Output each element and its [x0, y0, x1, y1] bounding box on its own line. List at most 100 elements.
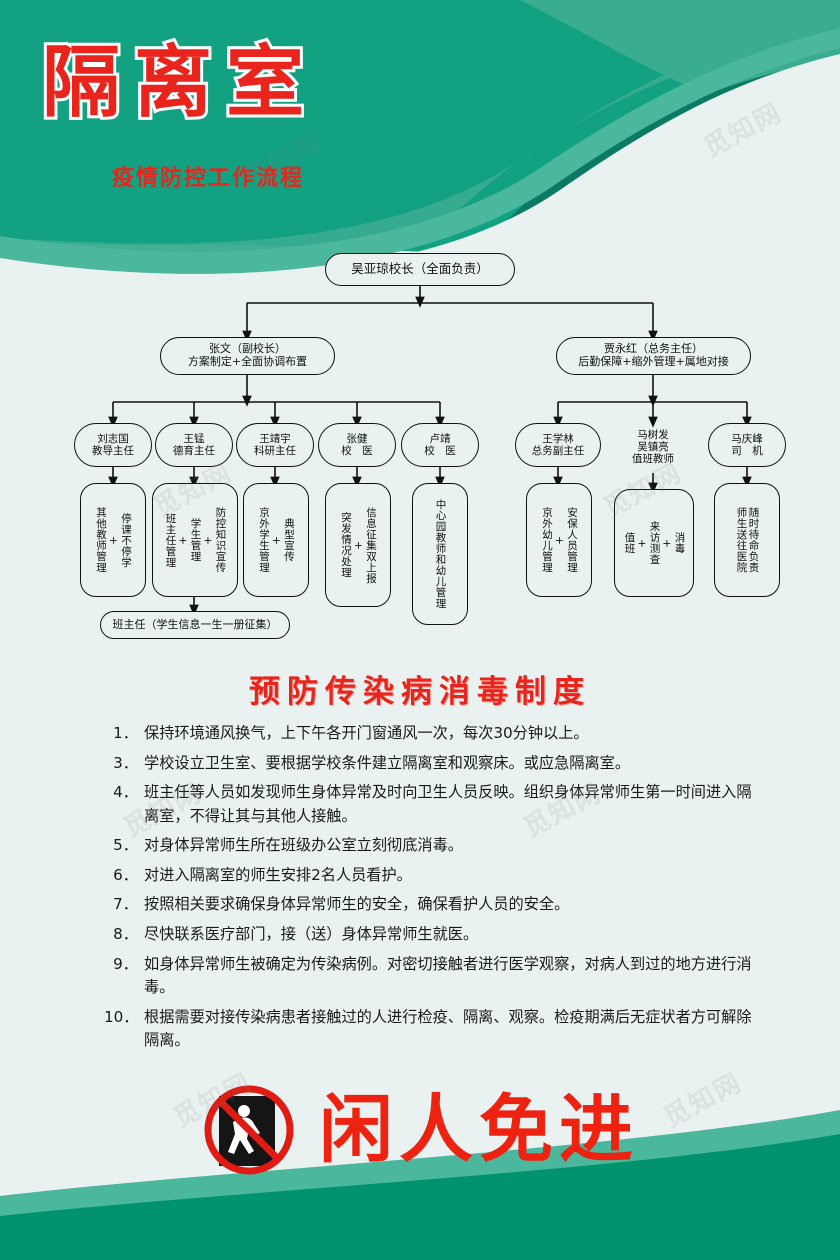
flow-node-root: 吴亚琼校长（全面负责）: [325, 253, 515, 286]
flow-node-line1: 张文（副校长）: [209, 342, 286, 356]
list-item: 10． 根据需要对接传染病患者接触过的人进行检疫、隔离、观察。检疫期满后无症状者…: [104, 1006, 764, 1053]
org-flowchart: 吴亚琼校长（全面负责） 张文（副校长） 方案制定+全面协调布置 贾永红（总务主任…: [0, 245, 840, 645]
list-item: 1． 保持环境通风换气，上下午各开门窗通风一次，每次30分钟以上。: [104, 722, 764, 746]
list-item: 9． 如身体异常师生被确定为传染病例。对密切接触者进行医学观察，对病人到过的地方…: [104, 953, 764, 1000]
flow-node-staff-5: 卢靖 校 医: [401, 423, 479, 467]
duty-text: 安保人员管理: [566, 507, 579, 573]
staff-role: 司 机: [731, 445, 763, 457]
staff-name: 马树发: [637, 428, 669, 441]
no-entry-icon: [201, 1082, 297, 1178]
duty-text: 防控知识宣传: [214, 507, 227, 573]
plus-sign: +: [352, 540, 364, 550]
flow-duty-box-5: 中心园教师和幼儿管理: [412, 483, 468, 625]
rule-number: 6．: [113, 865, 138, 884]
flow-node-staff-1: 刘志国 教导主任: [74, 423, 152, 467]
flow-node-staff-3: 王靖宇 科研主任: [236, 423, 314, 467]
poster-header: 隔离室 疫情防控工作流程: [0, 0, 840, 250]
flow-node-staff-4: 张健 校 医: [318, 423, 396, 467]
plus-sign: +: [660, 538, 673, 548]
rule-text: 对身体异常师生所在班级办公室立刻彻底消毒。: [144, 836, 463, 855]
duty-text: 京外学生管理: [258, 507, 270, 573]
flow-node-general-affairs-director: 贾永红（总务主任） 后勤保障+缩外管理+属地对接: [556, 337, 751, 375]
rule-number: 8．: [113, 924, 138, 943]
flow-node-staff-8: 马庆峰 司 机: [708, 423, 786, 467]
plus-sign: +: [201, 535, 214, 545]
duty-text: 学生管理: [189, 518, 202, 562]
page-title: 隔离室: [39, 35, 319, 131]
rule-text: 班主任等人员如发现师生身体异常及时向卫生人员反映。组织身体异常师生第一时间进入隔…: [144, 783, 752, 825]
rule-number: 1．: [113, 724, 138, 742]
staff-role: 教导主任: [92, 445, 134, 457]
flow-node-bottom: 班主任（学生信息一生一册征集）: [100, 611, 290, 639]
rule-number: 10．: [104, 1007, 139, 1026]
staff-name: 张健: [346, 432, 368, 445]
rule-text: 按照相关要求确保身体异常师生的安全，确保看护人员的安全。: [144, 895, 570, 914]
flow-duty-box-8: 随时待命负责 师生送往医院: [714, 483, 780, 597]
rule-number: 7．: [113, 895, 138, 914]
staff-role: 校 医: [424, 445, 456, 457]
rule-text: 学校设立卫生室、要根据学校条件建立隔离室和观察床。或应急隔离室。: [144, 753, 630, 772]
rule-text: 如身体异常师生被确定为传染病例。对密切接触者进行医学观察，对病人到过的地方进行消…: [144, 954, 752, 997]
bottom-banner: 闲人免进: [0, 1075, 840, 1185]
list-item: 3． 学校设立卫生室、要根据学校条件建立隔离室和观察床。或应急隔离室。: [104, 752, 764, 776]
flow-duty-box-4: 信息征集双上报 + 突发情况处理: [325, 483, 391, 607]
flow-node-staff-2: 王锰 德育主任: [155, 423, 233, 467]
staff-role: 德育主任: [173, 445, 215, 457]
list-item: 4． 班主任等人员如发现师生身体异常及时向卫生人员反映。组织身体异常师生第一时间…: [104, 781, 764, 828]
rule-number: 9．: [113, 954, 138, 973]
rule-text: 根据需要对接传染病患者接触过的人进行检疫、隔离、观察。检疫期满后无症状者方可解除…: [144, 1007, 752, 1050]
rule-number: 5．: [113, 836, 138, 855]
rule-text: 尽快联系医疗部门，接（送）身体异常师生就医。: [144, 924, 479, 943]
flow-duty-box-6: 安保人员管理 + 京外幼儿管理: [526, 483, 592, 597]
staff-name: 王锰: [183, 432, 205, 445]
rules-list: 1． 保持环境通风换气，上下午各开门窗通风一次，每次30分钟以上。 3． 学校设…: [104, 722, 764, 1059]
flow-node-vice-principal: 张文（副校长） 方案制定+全面协调布置: [160, 337, 335, 375]
staff-name: 马庆峰: [731, 432, 763, 445]
list-item: 6． 对进入隔离室的师生安排2名人员看护。: [104, 864, 764, 888]
list-item: 8． 尽快联系医疗部门，接（送）身体异常师生就医。: [104, 923, 764, 947]
staff-name: 卢靖: [429, 432, 451, 445]
flowchart-connectors: [108, 286, 752, 616]
plus-sign: +: [635, 538, 648, 548]
plus-sign: +: [107, 535, 119, 545]
duty-text: 停课不停学: [120, 512, 133, 568]
staff-role: 值班教师: [632, 453, 674, 466]
flow-node-staff-7: 马树发 吴镇亮 值班教师: [610, 421, 696, 473]
plus-sign: +: [176, 535, 189, 545]
flow-node-line1: 贾永红（总务主任）: [604, 342, 703, 356]
staff-role: 科研主任: [254, 445, 296, 457]
flow-duty-box-1: 停课不停学 + 其他教师管理: [80, 483, 146, 597]
page-subtitle: 疫情防控工作流程: [112, 166, 305, 191]
duty-text: 京外幼儿管理: [541, 507, 553, 573]
section-title: 预防传染病消毒制度: [249, 674, 591, 710]
duty-text: 师生送往医院: [735, 507, 748, 573]
duty-text: 随时待命负责: [747, 507, 760, 573]
duty-text: 突发情况处理: [340, 512, 352, 578]
flow-duty-box-2: 防控知识宣传 + 学生管理 + 班主任管理: [152, 483, 238, 597]
duty-text: 班主任管理: [164, 512, 177, 568]
duty-text: 来访测查: [648, 521, 661, 565]
staff-name: 王学林: [542, 432, 574, 445]
rule-text: 保持环境通风换气，上下午各开门窗通风一次，每次30分钟以上。: [144, 724, 589, 742]
flow-duty-box-3: 典型宣传 + 京外学生管理: [243, 483, 309, 597]
staff-name-2: 吴镇亮: [637, 440, 669, 453]
flow-node-staff-6: 王学林 总务副主任: [515, 423, 601, 467]
duty-text: 信息征集双上报: [365, 506, 378, 584]
rule-number: 4．: [113, 783, 138, 802]
plus-sign: +: [270, 535, 282, 545]
duty-text: 消毒: [673, 532, 686, 554]
rule-text: 对进入隔离室的师生安排2名人员看护。: [144, 865, 412, 884]
staff-role: 总务副主任: [531, 445, 585, 457]
flow-node-line2: 后勤保障+缩外管理+属地对接: [578, 355, 729, 368]
flow-duty-box-7: 消毒 + 来访测查 + 值班: [614, 489, 694, 597]
staff-name: 王靖宇: [259, 432, 291, 445]
list-item: 7． 按照相关要求确保身体异常师生的安全，确保看护人员的安全。: [104, 893, 764, 917]
rule-number: 3．: [113, 753, 138, 772]
duty-text: 其他教师管理: [95, 507, 107, 573]
staff-role: 校 医: [341, 445, 373, 457]
plus-sign: +: [553, 535, 565, 545]
no-entry-text: 闲人免进: [319, 1087, 639, 1173]
duty-text: 值班: [623, 532, 636, 554]
duty-text: 中心园教师和幼儿管理: [434, 499, 447, 609]
